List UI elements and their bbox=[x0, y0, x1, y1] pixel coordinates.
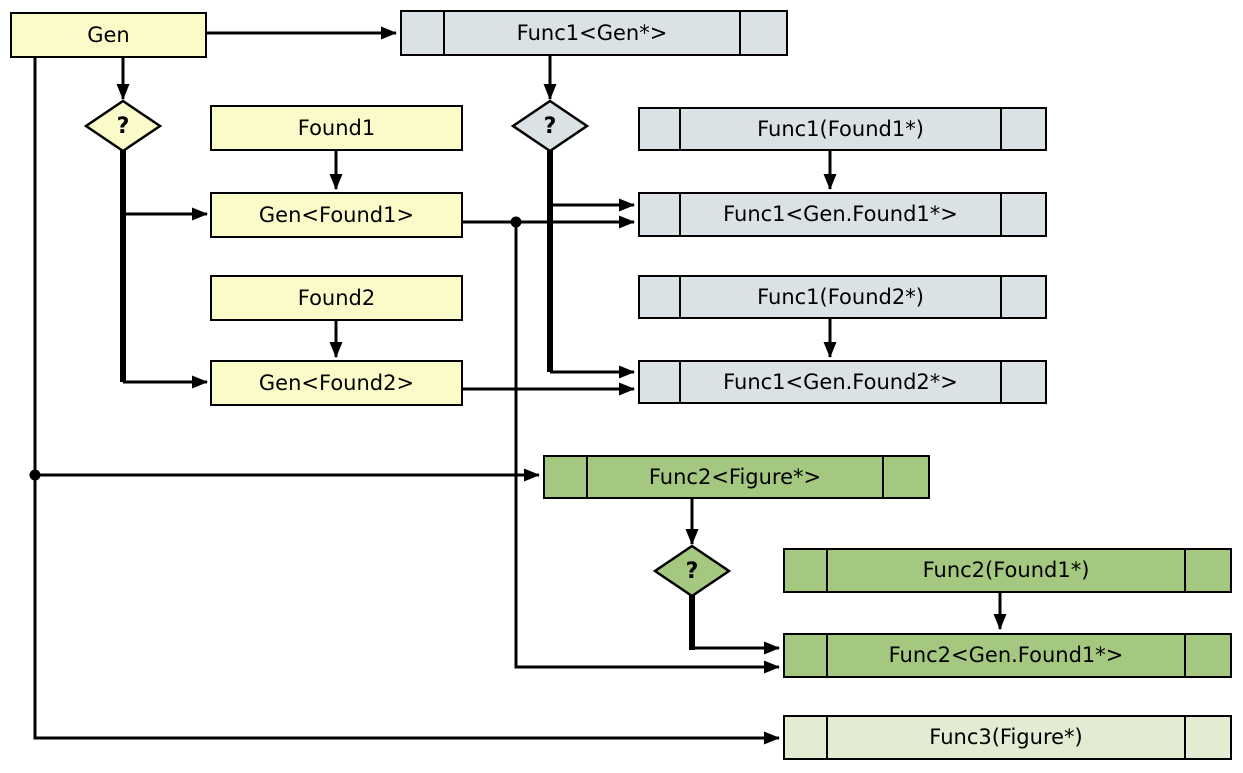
node-found2-label: Found2 bbox=[297, 285, 376, 310]
left-compartment bbox=[640, 194, 681, 235]
node-func1-found1-label: Func1(Found1*) bbox=[757, 116, 924, 141]
label-compartment: Func1(Found1*) bbox=[681, 109, 1000, 149]
node-func2-found1: Func2(Found1*) bbox=[783, 548, 1232, 593]
junction-dot-genfound1 bbox=[510, 216, 522, 228]
node-found1: Found1 bbox=[210, 105, 463, 151]
node-func3-figure-label: Func3(Figure*) bbox=[929, 725, 1083, 749]
right-compartment bbox=[882, 457, 928, 497]
decision-3: ? bbox=[652, 543, 732, 599]
right-compartment bbox=[1184, 550, 1230, 591]
node-func1-gen-found2-label: Func1<Gen.Found2*> bbox=[723, 369, 958, 394]
decision-1-label: ? bbox=[116, 113, 130, 139]
label-compartment: Func1(Found2*) bbox=[681, 277, 1000, 317]
right-compartment bbox=[1000, 277, 1045, 317]
left-compartment bbox=[640, 109, 681, 149]
right-compartment bbox=[1000, 194, 1045, 235]
diamond-shape bbox=[652, 544, 732, 598]
node-func2-figure: Func2<Figure*> bbox=[543, 455, 930, 499]
label-compartment: Func1<Gen.Found2*> bbox=[681, 362, 1000, 402]
label-compartment: Func1<Gen.Found1*> bbox=[681, 194, 1000, 235]
label-compartment: Func3(Figure*) bbox=[828, 717, 1184, 758]
node-gen-label: Gen bbox=[87, 22, 130, 47]
node-gen: Gen bbox=[10, 12, 207, 58]
right-compartment bbox=[1184, 717, 1230, 758]
node-func2-figure-label: Func2<Figure*> bbox=[648, 464, 822, 489]
node-func2-gen-found1: Func2<Gen.Found1*> bbox=[783, 633, 1232, 678]
node-func1-gen-found1-label: Func1<Gen.Found1*> bbox=[723, 202, 958, 226]
node-func1-found2: Func1(Found2*) bbox=[638, 275, 1047, 319]
node-func1-found1: Func1(Found1*) bbox=[638, 107, 1047, 151]
decision-3-label: ? bbox=[685, 558, 699, 584]
node-func3-figure: Func3(Figure*) bbox=[783, 715, 1232, 760]
left-compartment bbox=[785, 635, 828, 676]
node-gen-found1: Gen<Found1> bbox=[210, 192, 463, 238]
right-compartment bbox=[1184, 635, 1230, 676]
node-found2: Found2 bbox=[210, 275, 463, 321]
left-compartment bbox=[785, 717, 828, 758]
decision-1: ? bbox=[83, 98, 163, 154]
right-compartment bbox=[1000, 109, 1045, 149]
node-gen-found1-label: Gen<Found1> bbox=[258, 202, 415, 227]
label-compartment: Func2(Found1*) bbox=[828, 550, 1184, 591]
diamond-shape bbox=[83, 99, 163, 153]
label-compartment: Func1<Gen*> bbox=[445, 12, 739, 54]
right-compartment bbox=[1000, 362, 1045, 402]
label-compartment: Func2<Figure*> bbox=[588, 457, 882, 497]
node-func1-gen-label: Func1<Gen*> bbox=[516, 20, 668, 45]
edge-genfound1-to-func2genfound1 bbox=[514, 222, 780, 674]
diamond-shape bbox=[510, 99, 590, 153]
left-compartment bbox=[640, 362, 681, 402]
node-func1-gen-found2: Func1<Gen.Found2*> bbox=[638, 360, 1047, 404]
node-func1-gen: Func1<Gen*> bbox=[400, 10, 788, 56]
right-compartment bbox=[739, 12, 786, 54]
node-found1-label: Found1 bbox=[297, 115, 376, 140]
node-func1-gen-found1: Func1<Gen.Found1*> bbox=[638, 192, 1047, 237]
junction-dot-gen bbox=[29, 469, 41, 481]
node-func2-gen-found1-label: Func2<Gen.Found1*> bbox=[888, 643, 1124, 667]
left-compartment bbox=[785, 550, 828, 591]
left-compartment bbox=[545, 457, 588, 497]
node-gen-found2-label: Gen<Found2> bbox=[258, 370, 415, 395]
left-compartment bbox=[640, 277, 681, 317]
edge-gen-to-func3figure bbox=[33, 58, 780, 745]
left-compartment bbox=[402, 12, 445, 54]
decision-2: ? bbox=[510, 98, 590, 154]
node-func2-found1-label: Func2(Found1*) bbox=[922, 558, 1090, 582]
node-func1-found2-label: Func1(Found2*) bbox=[757, 284, 924, 309]
decision-2-label: ? bbox=[543, 113, 557, 139]
node-gen-found2: Gen<Found2> bbox=[210, 360, 463, 406]
label-compartment: Func2<Gen.Found1*> bbox=[828, 635, 1184, 676]
